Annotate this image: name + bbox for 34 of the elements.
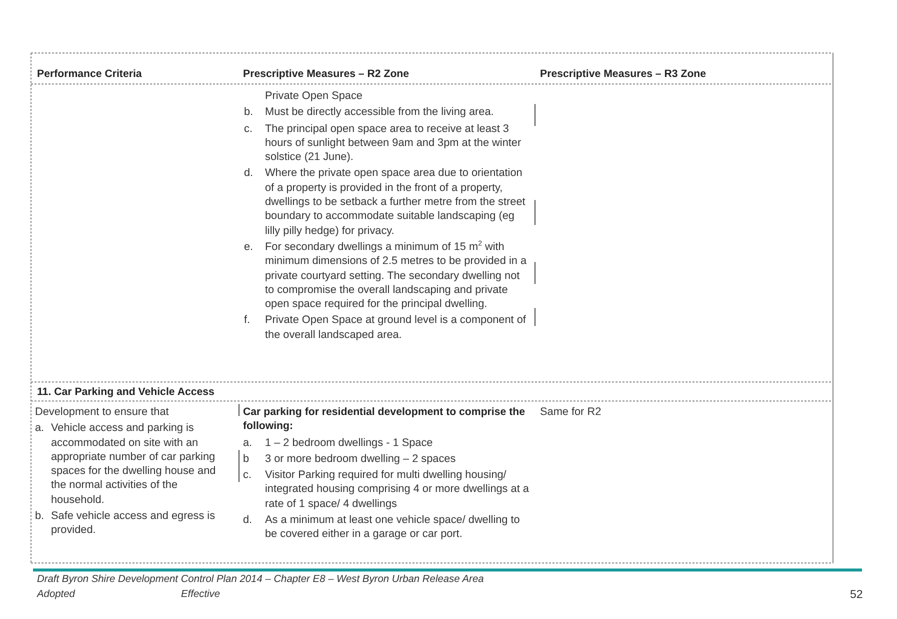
list-marker: b: [243, 452, 250, 466]
list-item-text: Safe vehicle access and egress is provided.: [51, 509, 216, 538]
list-marker: a.: [243, 436, 254, 450]
list-marker: b.: [35, 509, 46, 524]
list-marker: e.: [244, 240, 254, 255]
page-number: 52: [850, 588, 863, 602]
list-item-text: Vehicle access and parking is accommodated on site with an appropriate number of car parking spaces for the dwelling house and the normal activities of the household.: [51, 421, 217, 508]
list-item-text: The principal open space area to receive at least 3 hours of sunlight between 9am and 3pm at the winter solstice (21 June).: [265, 122, 522, 164]
list-marker: c.: [244, 122, 254, 137]
column-header: Performance Criteria: [37, 67, 142, 82]
list-marker: c.: [243, 468, 252, 484]
list-marker: d.: [243, 513, 254, 528]
cell-text: Same for R2: [540, 405, 602, 420]
list-marker: a.: [35, 421, 46, 436]
footer-status: Adopted: [37, 588, 75, 602]
list-item-text: Visitor Parking required for multi dwelling housing/ integrated housing comprising 4 or more dwellings at a rate of 1 space/ 4 dwellings: [265, 468, 530, 512]
list-marker: f.: [244, 313, 252, 328]
list-item-text: Must be directly accessible from the living area.: [265, 105, 495, 120]
section-intro: Car parking for residential development to comprise the following:: [243, 405, 526, 434]
column-header: Prescriptive Measures – R2 Zone: [243, 67, 410, 82]
list-item-text: 1 – 2 bedroom dwellings - 1 Space: [265, 436, 434, 450]
list-item-text: As a minimum at least one vehicle space/ dwelling to be covered either in a garage or car port.: [265, 513, 521, 542]
list-item-text: Private Open Space at ground level is a component of the overall landscaped area.: [265, 313, 527, 342]
list-marker: b.: [244, 105, 254, 120]
cell-text: Development to ensure that: [35, 405, 169, 420]
list-item-text: Where the private open space area due to orientation of a property is provided in the front of a property, dwellings to be setback a further metre from the street boundary to accommodate suitable landscaping (eg lilly pilly hedge) for privacy.: [265, 166, 526, 238]
list-item-text: For secondary dwellings a minimum of 15 m$^{2}$ with minimum dimensions of 2.5 metres to be provided in a private courtyard setting. The secondary dwelling not to compromise the overall landscaping and private open space required for the principal dwelling.: [265, 240, 528, 312]
list-marker: d.: [244, 166, 254, 182]
cell-text: Private Open Space: [265, 89, 362, 104]
column-header: 11. Car Parking and Vehicle Access: [37, 385, 214, 400]
footer-status: Effective: [181, 588, 220, 602]
list-item-text: 3 or more bedroom dwelling – 2 spaces: [265, 452, 457, 466]
footer-title: Draft Byron Shire Development Control Plan 2014 – Chapter E8 – West Byron Urban Release Area: [37, 573, 484, 587]
column-header: Prescriptive Measures – R3 Zone: [540, 67, 706, 82]
